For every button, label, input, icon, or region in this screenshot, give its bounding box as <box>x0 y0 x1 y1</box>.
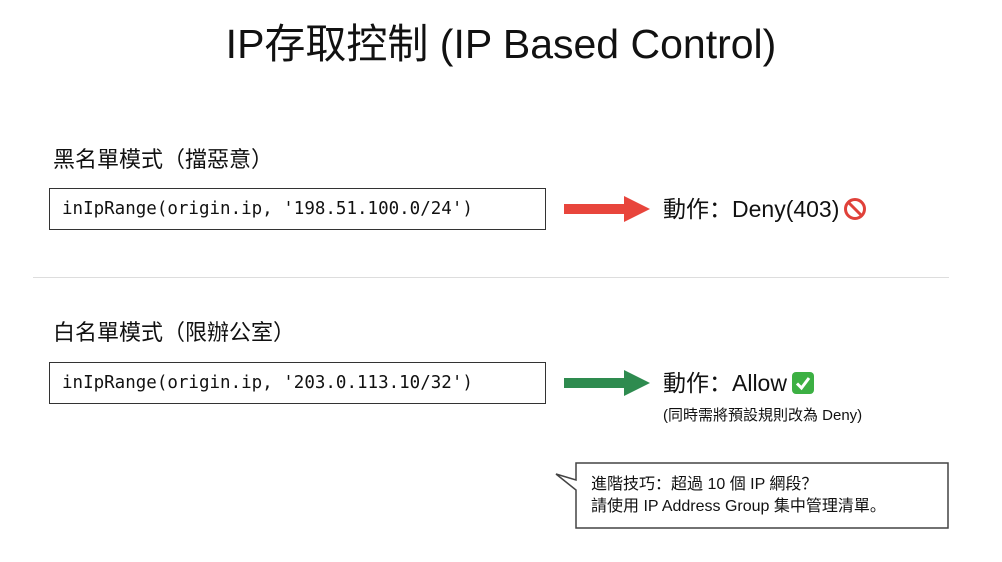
tip-line-1: 進階技巧：超過 10 個 IP 網段？ <box>591 476 818 493</box>
tip-callout-text: 進階技巧：超過 10 個 IP 網段？ 請使用 IP Address Group… <box>591 474 886 518</box>
blacklist-rule-box: inIpRange(origin.ip, '198.51.100.0/24') <box>49 188 546 230</box>
blacklist-action-text: 動作：Deny(403) <box>663 196 840 222</box>
blacklist-heading: 黑名單模式（擋惡意） <box>53 147 274 172</box>
whitelist-action-text: 動作：Allow <box>663 370 787 396</box>
section-divider <box>33 277 949 278</box>
check-mark-icon <box>791 372 814 394</box>
red-arrow-icon <box>564 196 650 222</box>
whitelist-action: 動作：Allow <box>663 368 815 398</box>
tip-callout-bubble <box>555 462 949 529</box>
prohibited-icon <box>844 198 867 220</box>
whitelist-note: (同時需將預設規則改為 Deny) <box>663 407 863 424</box>
blacklist-action: 動作：Deny(403) <box>663 194 867 224</box>
whitelist-heading: 白名單模式（限辦公室） <box>53 320 296 345</box>
tip-line-2: 請使用 IP Address Group 集中管理清單。 <box>591 498 886 515</box>
page-title: IP存取控制 (IP Based Control) <box>225 21 777 67</box>
green-arrow-icon <box>564 370 650 396</box>
whitelist-rule-box: inIpRange(origin.ip, '203.0.113.10/32') <box>49 362 546 404</box>
